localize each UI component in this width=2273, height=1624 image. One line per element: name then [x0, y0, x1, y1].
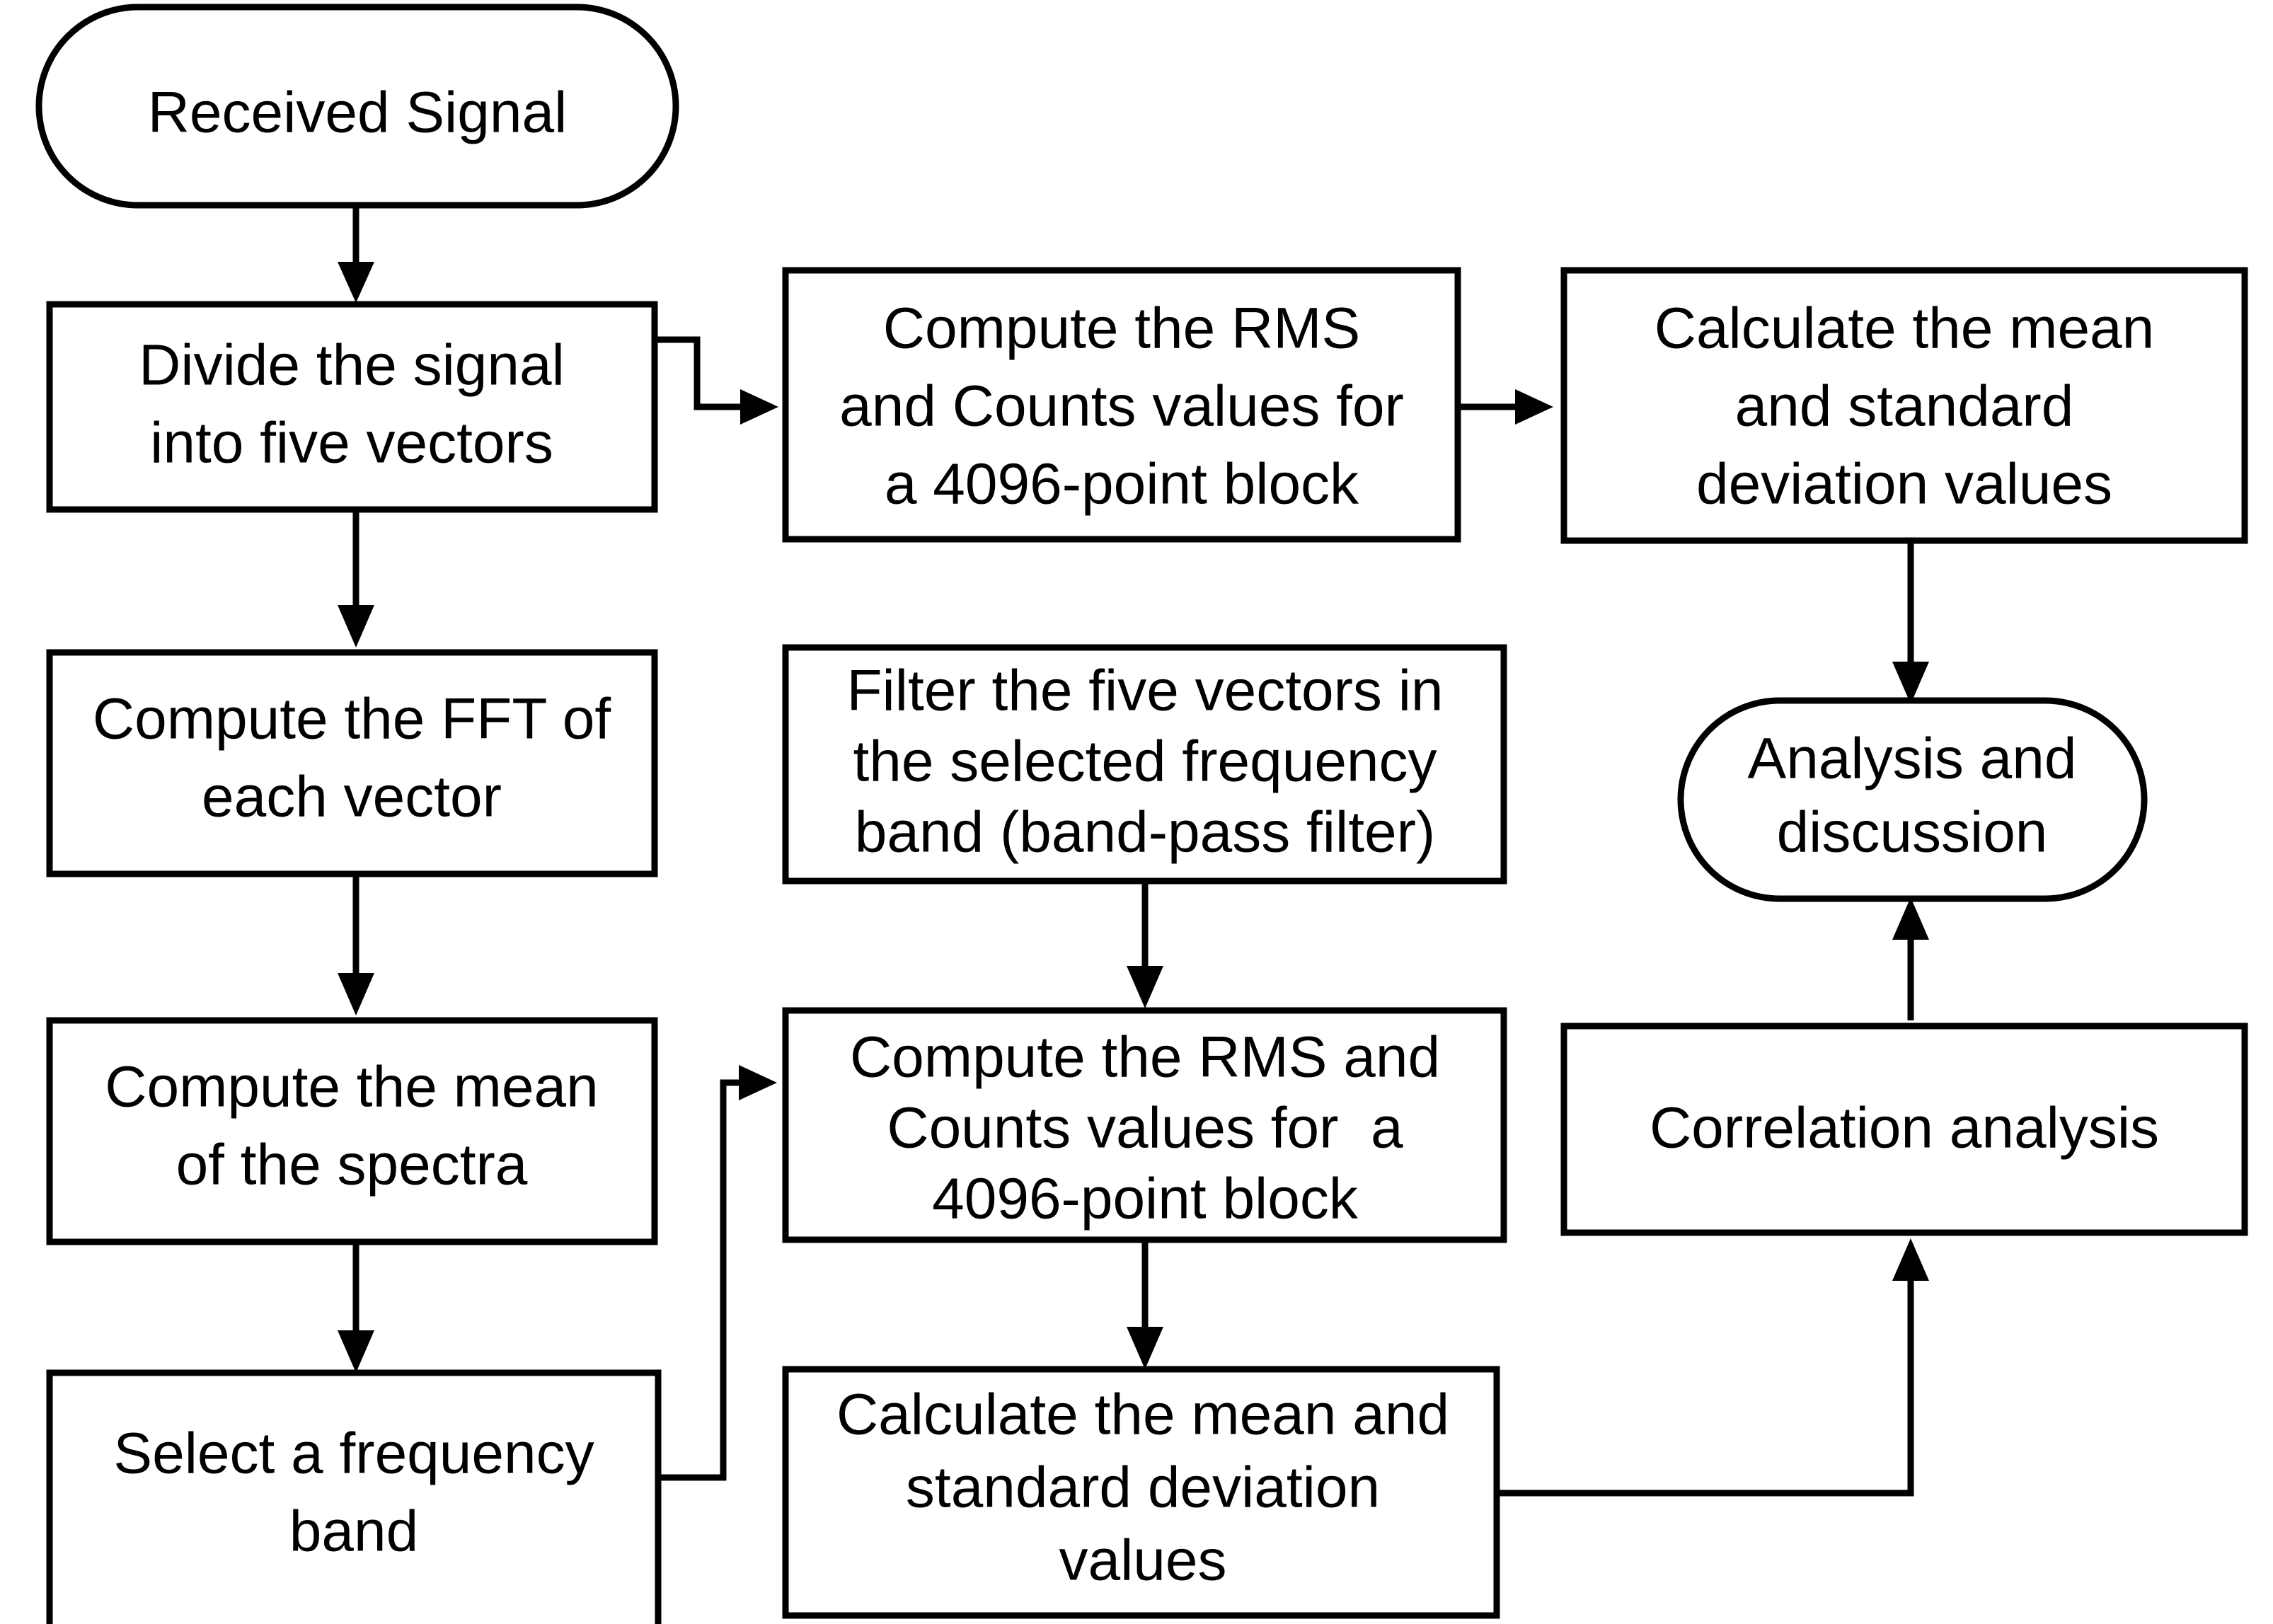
select-band-label-line-1: Select a frequency: [113, 1422, 594, 1486]
received-signal-shape[interactable]: [35, 4, 679, 209]
divide-signal-label-line-2: into five vectors: [150, 411, 553, 476]
correlation-analysis-label: Correlation analysis: [1650, 1096, 2159, 1161]
node-analysis-discussion[interactable]: Analysis and discussion: [1677, 697, 2148, 902]
compute-rms-top-label-line-3: a 4096-point block: [885, 452, 1359, 517]
node-calc-mean-std-bottom[interactable]: Calculate the mean and standard deviatio…: [782, 1366, 1500, 1619]
received-signal-label: Received Signal: [148, 81, 568, 145]
compute-rms-mid-label-line-3: 4096-point block: [932, 1167, 1359, 1231]
correlation-analysis-shape[interactable]: [1560, 1023, 2248, 1236]
compute-fft-shape[interactable]: [46, 649, 658, 877]
analysis-discussion-label-line-1: Analysis and: [1748, 727, 2077, 791]
select-band-shape[interactable]: [46, 1369, 662, 1624]
edge-calc-bottom-to-correlation: [1495, 1238, 1929, 1497]
node-calc-mean-std-top[interactable]: Calculate the mean and standard deviatio…: [1560, 267, 2248, 544]
edge-calc-top-to-analysis: [1892, 541, 1929, 704]
analysis-discussion-shape[interactable]: [1677, 697, 2148, 902]
compute-rms-mid-label-line-1: Compute the RMS and: [850, 1025, 1440, 1090]
filter-vectors-label-line-1: Filter the five vectors in: [846, 659, 1443, 723]
analysis-discussion-label-line-2: discussion: [1777, 800, 2048, 865]
edge-fft-to-mean-spectra: [338, 874, 374, 1015]
compute-rms-top-shape[interactable]: [782, 267, 1461, 543]
filter-vectors-shape[interactable]: [782, 644, 1507, 885]
compute-fft-label-line-2: each vector: [202, 765, 502, 829]
node-compute-fft[interactable]: Compute the FFT of each vector: [46, 649, 658, 877]
node-compute-rms-mid[interactable]: Compute the RMS and Counts values for a …: [782, 1007, 1507, 1243]
filter-vectors-label-line-2: the selected frequency: [853, 730, 1437, 794]
node-divide-signal[interactable]: Divide the signal into five vectors: [46, 301, 658, 513]
compute-mean-spectra-shape[interactable]: [46, 1017, 658, 1245]
compute-rms-mid-label-line-2: Counts values for a: [887, 1096, 1403, 1161]
select-band-label-line-2: band: [289, 1499, 418, 1564]
calc-mean-std-top-label-line-3: deviation values: [1696, 452, 2112, 517]
divide-signal-label-line-1: Divide the signal: [139, 333, 565, 398]
compute-rms-top-label-line-2: and Counts values for: [839, 374, 1404, 439]
compute-rms-top-label-line-1: Compute the RMS: [883, 296, 1361, 361]
edge-rms-top-to-calc-top: [1458, 389, 1553, 425]
compute-mean-spectra-label-line-2: of the spectra: [176, 1133, 528, 1197]
calc-mean-std-bottom-shape[interactable]: [782, 1366, 1500, 1619]
node-correlation-analysis[interactable]: Correlation analysis: [1560, 1023, 2248, 1236]
edge-filter-to-rms-mid: [1127, 881, 1163, 1008]
edge-received-to-divide: [338, 205, 374, 303]
node-compute-mean-spectra[interactable]: Compute the mean of the spectra: [46, 1017, 658, 1245]
calc-mean-std-bottom-label-line-2: standard deviation: [906, 1456, 1380, 1520]
calc-mean-std-top-shape[interactable]: [1560, 267, 2248, 544]
edge-select-band-to-filter: [658, 1065, 777, 1481]
edge-divide-to-fft: [338, 509, 374, 647]
node-filter-vectors[interactable]: Filter the five vectors in the selected …: [782, 644, 1507, 885]
edge-correlation-to-analysis: [1892, 897, 1929, 1020]
edge-divide-to-rms-top: [655, 336, 778, 425]
calc-mean-std-bottom-label-line-3: values: [1059, 1528, 1226, 1593]
compute-fft-label-line-1: Compute the FFT of: [93, 687, 611, 751]
calc-mean-std-top-label-line-1: Calculate the mean: [1655, 296, 2155, 361]
edge-rms-mid-to-calc-bottom: [1127, 1240, 1163, 1369]
filter-vectors-label-line-3: band (band-pass filter): [855, 800, 1435, 865]
compute-rms-mid-shape[interactable]: [782, 1007, 1507, 1243]
compute-mean-spectra-label-line-1: Compute the mean: [105, 1055, 598, 1119]
edge-mean-spectra-to-select-band: [338, 1242, 374, 1373]
divide-signal-shape[interactable]: [46, 301, 658, 513]
calc-mean-std-top-label-line-2: and standard: [1735, 374, 2074, 439]
calc-mean-std-bottom-label-line-1: Calculate the mean and: [836, 1383, 1449, 1447]
node-received-signal[interactable]: Received Signal: [35, 4, 679, 209]
node-select-band[interactable]: Select a frequency band: [46, 1369, 662, 1624]
node-compute-rms-top[interactable]: Compute the RMS and Counts values for a …: [782, 267, 1461, 543]
